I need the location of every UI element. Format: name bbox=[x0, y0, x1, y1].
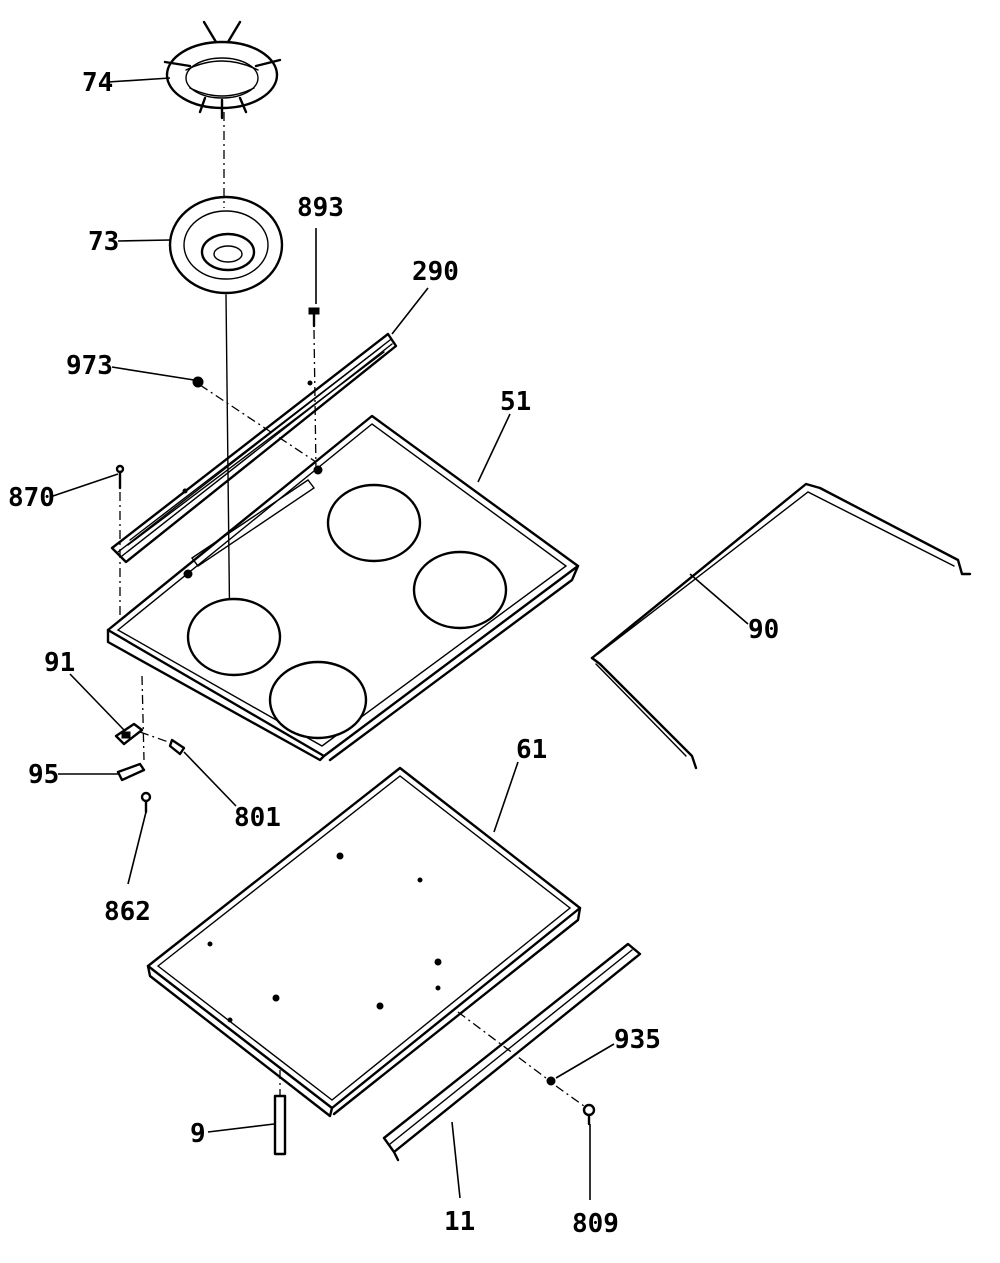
callout-870: 870 bbox=[8, 483, 55, 513]
part-11-front-rail bbox=[382, 942, 642, 1162]
callout-862: 862 bbox=[104, 897, 151, 927]
callout-labels: 74 73 893 290 973 51 870 90 91 61 95 801… bbox=[8, 68, 779, 1239]
part-9-leg bbox=[273, 1070, 287, 1156]
callout-11: 11 bbox=[444, 1207, 475, 1237]
callout-973: 973 bbox=[66, 351, 113, 381]
centerline-hinge bbox=[141, 675, 145, 761]
callout-893: 893 bbox=[297, 193, 344, 223]
callout-935: 935 bbox=[614, 1025, 661, 1055]
part-893-screw bbox=[308, 307, 320, 328]
part-862-screw bbox=[140, 791, 152, 814]
part-973-clip bbox=[192, 376, 204, 388]
centerline-893 bbox=[313, 329, 317, 471]
callout-809: 809 bbox=[572, 1209, 619, 1239]
callout-51: 51 bbox=[500, 387, 531, 417]
callout-73: 73 bbox=[88, 227, 119, 257]
part-935-clip bbox=[546, 1076, 556, 1086]
callout-801: 801 bbox=[234, 803, 281, 833]
part-801-screw bbox=[168, 738, 186, 756]
part-95-clip bbox=[116, 762, 146, 782]
part-870-screw bbox=[115, 464, 125, 490]
callout-95: 95 bbox=[28, 760, 59, 790]
callout-91: 91 bbox=[44, 648, 75, 678]
centerline-973 bbox=[199, 384, 317, 463]
centerline-935 bbox=[555, 1085, 585, 1107]
part-61-bottom-panel bbox=[146, 766, 582, 1118]
part-290-trim-strip bbox=[110, 332, 398, 564]
part-90-support-rod bbox=[590, 482, 972, 770]
centerline-801 bbox=[139, 731, 175, 745]
part-73-drip-bowl bbox=[168, 195, 284, 295]
part-51-cooktop bbox=[106, 414, 580, 762]
leader-lines bbox=[49, 77, 749, 1200]
callout-290: 290 bbox=[412, 257, 459, 287]
callout-74: 74 bbox=[82, 68, 113, 98]
callout-61: 61 bbox=[516, 735, 547, 765]
part-74-grate bbox=[163, 20, 282, 120]
callout-9: 9 bbox=[190, 1119, 206, 1149]
part-91-bracket bbox=[114, 722, 144, 746]
part-809-screw bbox=[582, 1103, 596, 1126]
callout-90: 90 bbox=[748, 615, 779, 645]
